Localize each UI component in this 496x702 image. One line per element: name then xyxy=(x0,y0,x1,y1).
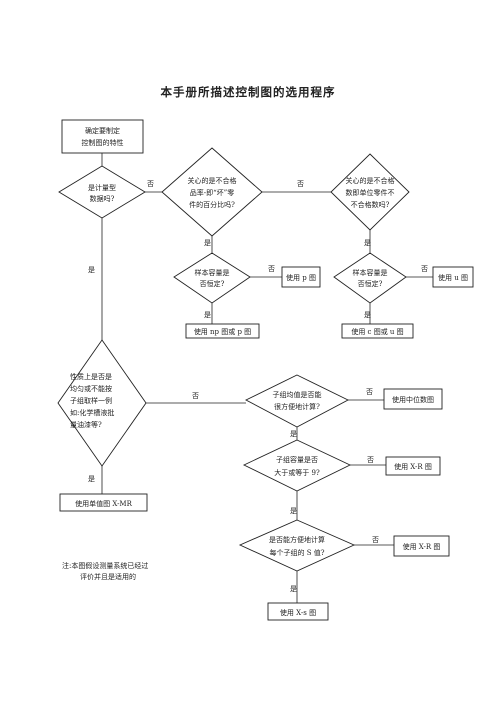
page-title: 本手册所描述控制图的选用程序 xyxy=(160,85,336,99)
svg-text:否: 否 xyxy=(268,265,275,273)
decision-size-ge-9 xyxy=(242,439,352,492)
use-x-r-chart-box-2 xyxy=(393,535,450,557)
svg-text:是: 是 xyxy=(88,266,95,274)
svg-text:使用 X-s 图: 使用 X-s 图 xyxy=(280,608,316,617)
decision-sd-computable xyxy=(238,519,356,572)
svg-text:使用 p 图: 使用 p 图 xyxy=(286,273,316,282)
edge-label-no: 否 xyxy=(192,392,199,400)
svg-text:是: 是 xyxy=(204,239,211,247)
edge-label-yes: 是 xyxy=(204,311,211,319)
svg-text:品率-即“坏”零: 品率-即“坏”零 xyxy=(190,188,235,197)
start-line: 控制图的特性 xyxy=(82,138,124,147)
svg-text:确定要制定: 确定要制定 xyxy=(85,126,120,135)
edge-label-yes: 是 xyxy=(88,475,95,483)
use-c-chart-box xyxy=(341,323,414,339)
use-u-chart-box xyxy=(432,266,474,288)
svg-text:使用 c 图或 u 图: 使用 c 图或 u 图 xyxy=(351,327,403,336)
use-np-chart-box xyxy=(185,323,260,339)
svg-text:使用 u 图: 使用 u 图 xyxy=(438,273,468,282)
edge-label-yes: 是 xyxy=(290,507,297,515)
edge-label-yes: 是 xyxy=(290,430,297,438)
decision-metric-data xyxy=(58,165,146,219)
edge-label-no: 否 xyxy=(147,180,154,188)
footnote: 注:本图假设测量系统已经过 评价并且是适用的 xyxy=(62,561,148,583)
edge-label-no: 否 xyxy=(366,388,373,396)
svg-text:大于或等于 9?: 大于或等于 9? xyxy=(274,468,320,477)
svg-text:不合格数吗?: 不合格数吗? xyxy=(351,200,390,209)
svg-text:量油漆等?: 量油漆等? xyxy=(70,420,102,429)
decision-homogeneous xyxy=(57,339,147,467)
edge-label-yes: 是 xyxy=(364,239,371,247)
decision-mean-computable xyxy=(245,374,349,428)
svg-text:否: 否 xyxy=(147,180,154,188)
svg-text:是: 是 xyxy=(290,585,297,593)
svg-text:是: 是 xyxy=(290,430,297,438)
svg-text:使用单值图 X-MR: 使用单值图 X-MR xyxy=(75,499,132,508)
svg-text:否恒定?: 否恒定? xyxy=(358,279,383,288)
svg-text:是计量型: 是计量型 xyxy=(88,183,116,192)
svg-text:关心的是不合格: 关心的是不合格 xyxy=(188,176,237,185)
svg-text:样本容量是: 样本容量是 xyxy=(195,268,230,277)
svg-text:否: 否 xyxy=(421,265,428,273)
svg-text:如:化学槽液批: 如:化学槽液批 xyxy=(70,408,114,417)
start-box xyxy=(61,119,144,154)
edge-label-no: 否 xyxy=(367,456,374,464)
svg-text:否: 否 xyxy=(192,392,199,400)
edge-label-yes: 是 xyxy=(364,311,371,319)
edge-label-no: 否 xyxy=(421,265,428,273)
svg-text:否: 否 xyxy=(297,180,304,188)
svg-text:是否能方便地计算: 是否能方便地计算 xyxy=(269,535,325,544)
svg-text:是: 是 xyxy=(364,239,371,247)
svg-text:否: 否 xyxy=(367,456,374,464)
decision-constant-sample-u xyxy=(333,252,407,304)
svg-text:是: 是 xyxy=(204,311,211,319)
svg-text:数据吗?: 数据吗? xyxy=(90,194,115,203)
svg-text:数即单位零件不: 数即单位零件不 xyxy=(346,188,395,197)
edge-label-no: 否 xyxy=(372,536,379,544)
decision-constant-sample-p xyxy=(173,252,251,304)
use-x-r-chart-box xyxy=(385,456,441,476)
svg-text:控制图的特性: 控制图的特性 xyxy=(82,138,124,147)
edge-label-yes: 是 xyxy=(290,585,297,593)
svg-text:是: 是 xyxy=(88,475,95,483)
svg-text:很方便地计算?: 很方便地计算? xyxy=(274,402,320,411)
edge-label-yes: 是 xyxy=(204,239,211,247)
svg-text:使用 X-R 图: 使用 X-R 图 xyxy=(394,462,432,471)
svg-text:子组取样一例: 子组取样一例 xyxy=(70,396,112,405)
use-x-mr-chart-box xyxy=(59,493,148,512)
use-p-chart-box xyxy=(281,266,321,288)
start-line: 确定要制定 xyxy=(85,126,120,135)
edge-label-no: 否 xyxy=(268,265,275,273)
svg-text:关心的是不合格: 关心的是不合格 xyxy=(346,176,395,185)
svg-text:子组均值是否能: 子组均值是否能 xyxy=(273,390,322,399)
svg-text:使用中位数图: 使用中位数图 xyxy=(392,395,434,404)
svg-text:使用 X-R 图: 使用 X-R 图 xyxy=(403,542,441,551)
svg-text:是: 是 xyxy=(290,507,297,515)
svg-text:是: 是 xyxy=(364,311,371,319)
svg-text:否恒定?: 否恒定? xyxy=(200,279,225,288)
svg-text:子组容量是否: 子组容量是否 xyxy=(276,455,318,464)
svg-text:性质上是否是: 性质上是否是 xyxy=(70,372,112,381)
decision-defect-percentage xyxy=(161,147,263,237)
svg-text:件的百分比吗?: 件的百分比吗? xyxy=(189,200,235,209)
footnote-line: 注:本图假设测量系统已经过 xyxy=(62,562,149,570)
use-median-chart-box xyxy=(383,388,443,410)
svg-text:否: 否 xyxy=(366,388,373,396)
svg-text:使用 np 图或 p 图: 使用 np 图或 p 图 xyxy=(194,327,251,336)
svg-text:每个子组的 S 值?: 每个子组的 S 值? xyxy=(270,548,325,557)
footnote-line: 评价并且是适用的 xyxy=(80,573,136,581)
svg-text:样本容量是: 样本容量是 xyxy=(353,268,388,277)
edge-label-yes: 是 xyxy=(88,266,95,274)
edge-label-no: 否 xyxy=(297,180,304,188)
decision-defect-count xyxy=(330,153,410,231)
use-x-s-chart-box xyxy=(267,602,329,621)
svg-text:否: 否 xyxy=(372,536,379,544)
svg-text:均匀或不能按: 均匀或不能按 xyxy=(70,384,112,393)
